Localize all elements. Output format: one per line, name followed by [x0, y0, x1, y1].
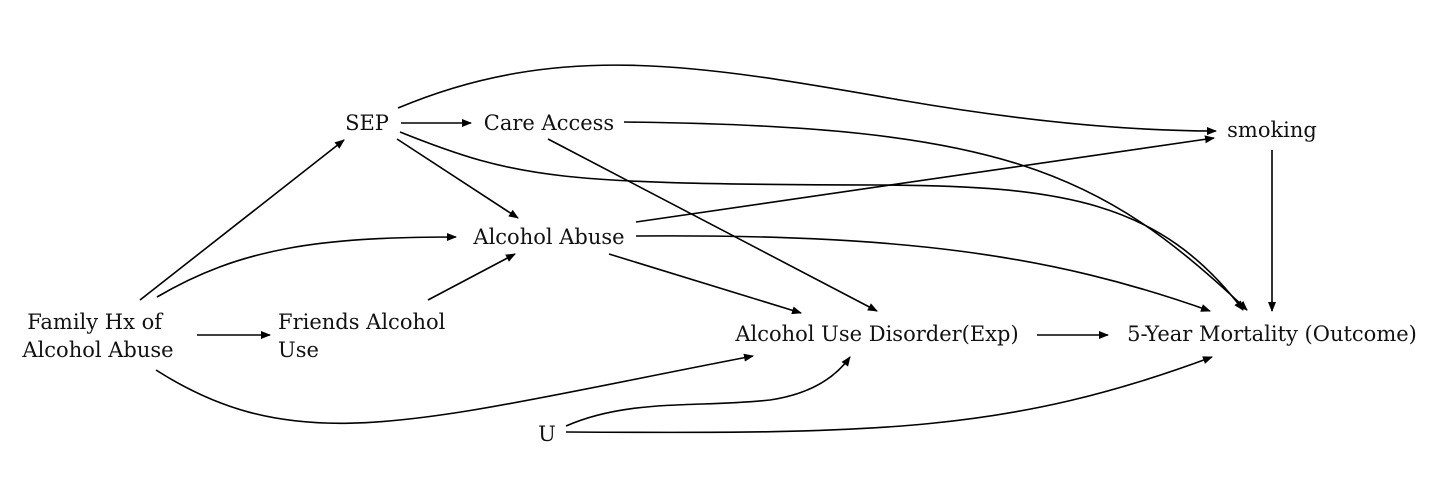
node-alcohol-abuse: Alcohol Abuse: [472, 225, 624, 249]
node-friends-line-2: Use: [278, 338, 319, 362]
edge-u-to-aud: [565, 356, 851, 427]
node-family-hx: Family Hx of Alcohol Abuse: [21, 310, 173, 362]
edge-family-hx-to-sep: [139, 139, 345, 301]
node-sep: SEP: [345, 111, 389, 135]
edge-family-hx-to-aud: [155, 353, 754, 425]
edge-alcohol-abuse-to-mortality: [635, 235, 1211, 312]
edge-sep-to-alcohol-abuse: [396, 138, 519, 219]
node-u: U: [538, 422, 556, 446]
nodes: Family Hx of Alcohol Abuse Friends Alcoh…: [21, 111, 1416, 446]
node-alcohol-use-disorder: Alcohol Use Disorder(Exp): [734, 322, 1018, 346]
edge-care-to-aud: [547, 138, 878, 312]
edge-alcohol-abuse-to-aud: [608, 253, 802, 315]
edge-care-to-mortality: [623, 121, 1248, 311]
node-family-hx-line-2: Alcohol Abuse: [21, 338, 173, 362]
edge-sep-to-smoking: [397, 64, 1217, 135]
node-friends-alcohol-use: Friends Alcohol Use: [278, 310, 452, 362]
node-smoking: smoking: [1227, 118, 1317, 142]
node-care-access: Care Access: [484, 111, 614, 135]
edge-u-to-mortality: [565, 356, 1213, 434]
edge-friends-to-alcohol-abuse: [427, 253, 516, 301]
edge-sep-to-mortality: [399, 131, 1244, 311]
node-mortality-outcome: 5-Year Mortality (Outcome): [1127, 322, 1417, 346]
node-family-hx-line-1: Family Hx of: [27, 310, 164, 334]
node-friends-line-1: Friends Alcohol: [278, 310, 446, 334]
edge-family-hx-to-alcohol-abuse: [156, 233, 457, 298]
edge-alcohol-abuse-to-smoking: [635, 135, 1215, 223]
edges: [139, 64, 1276, 434]
